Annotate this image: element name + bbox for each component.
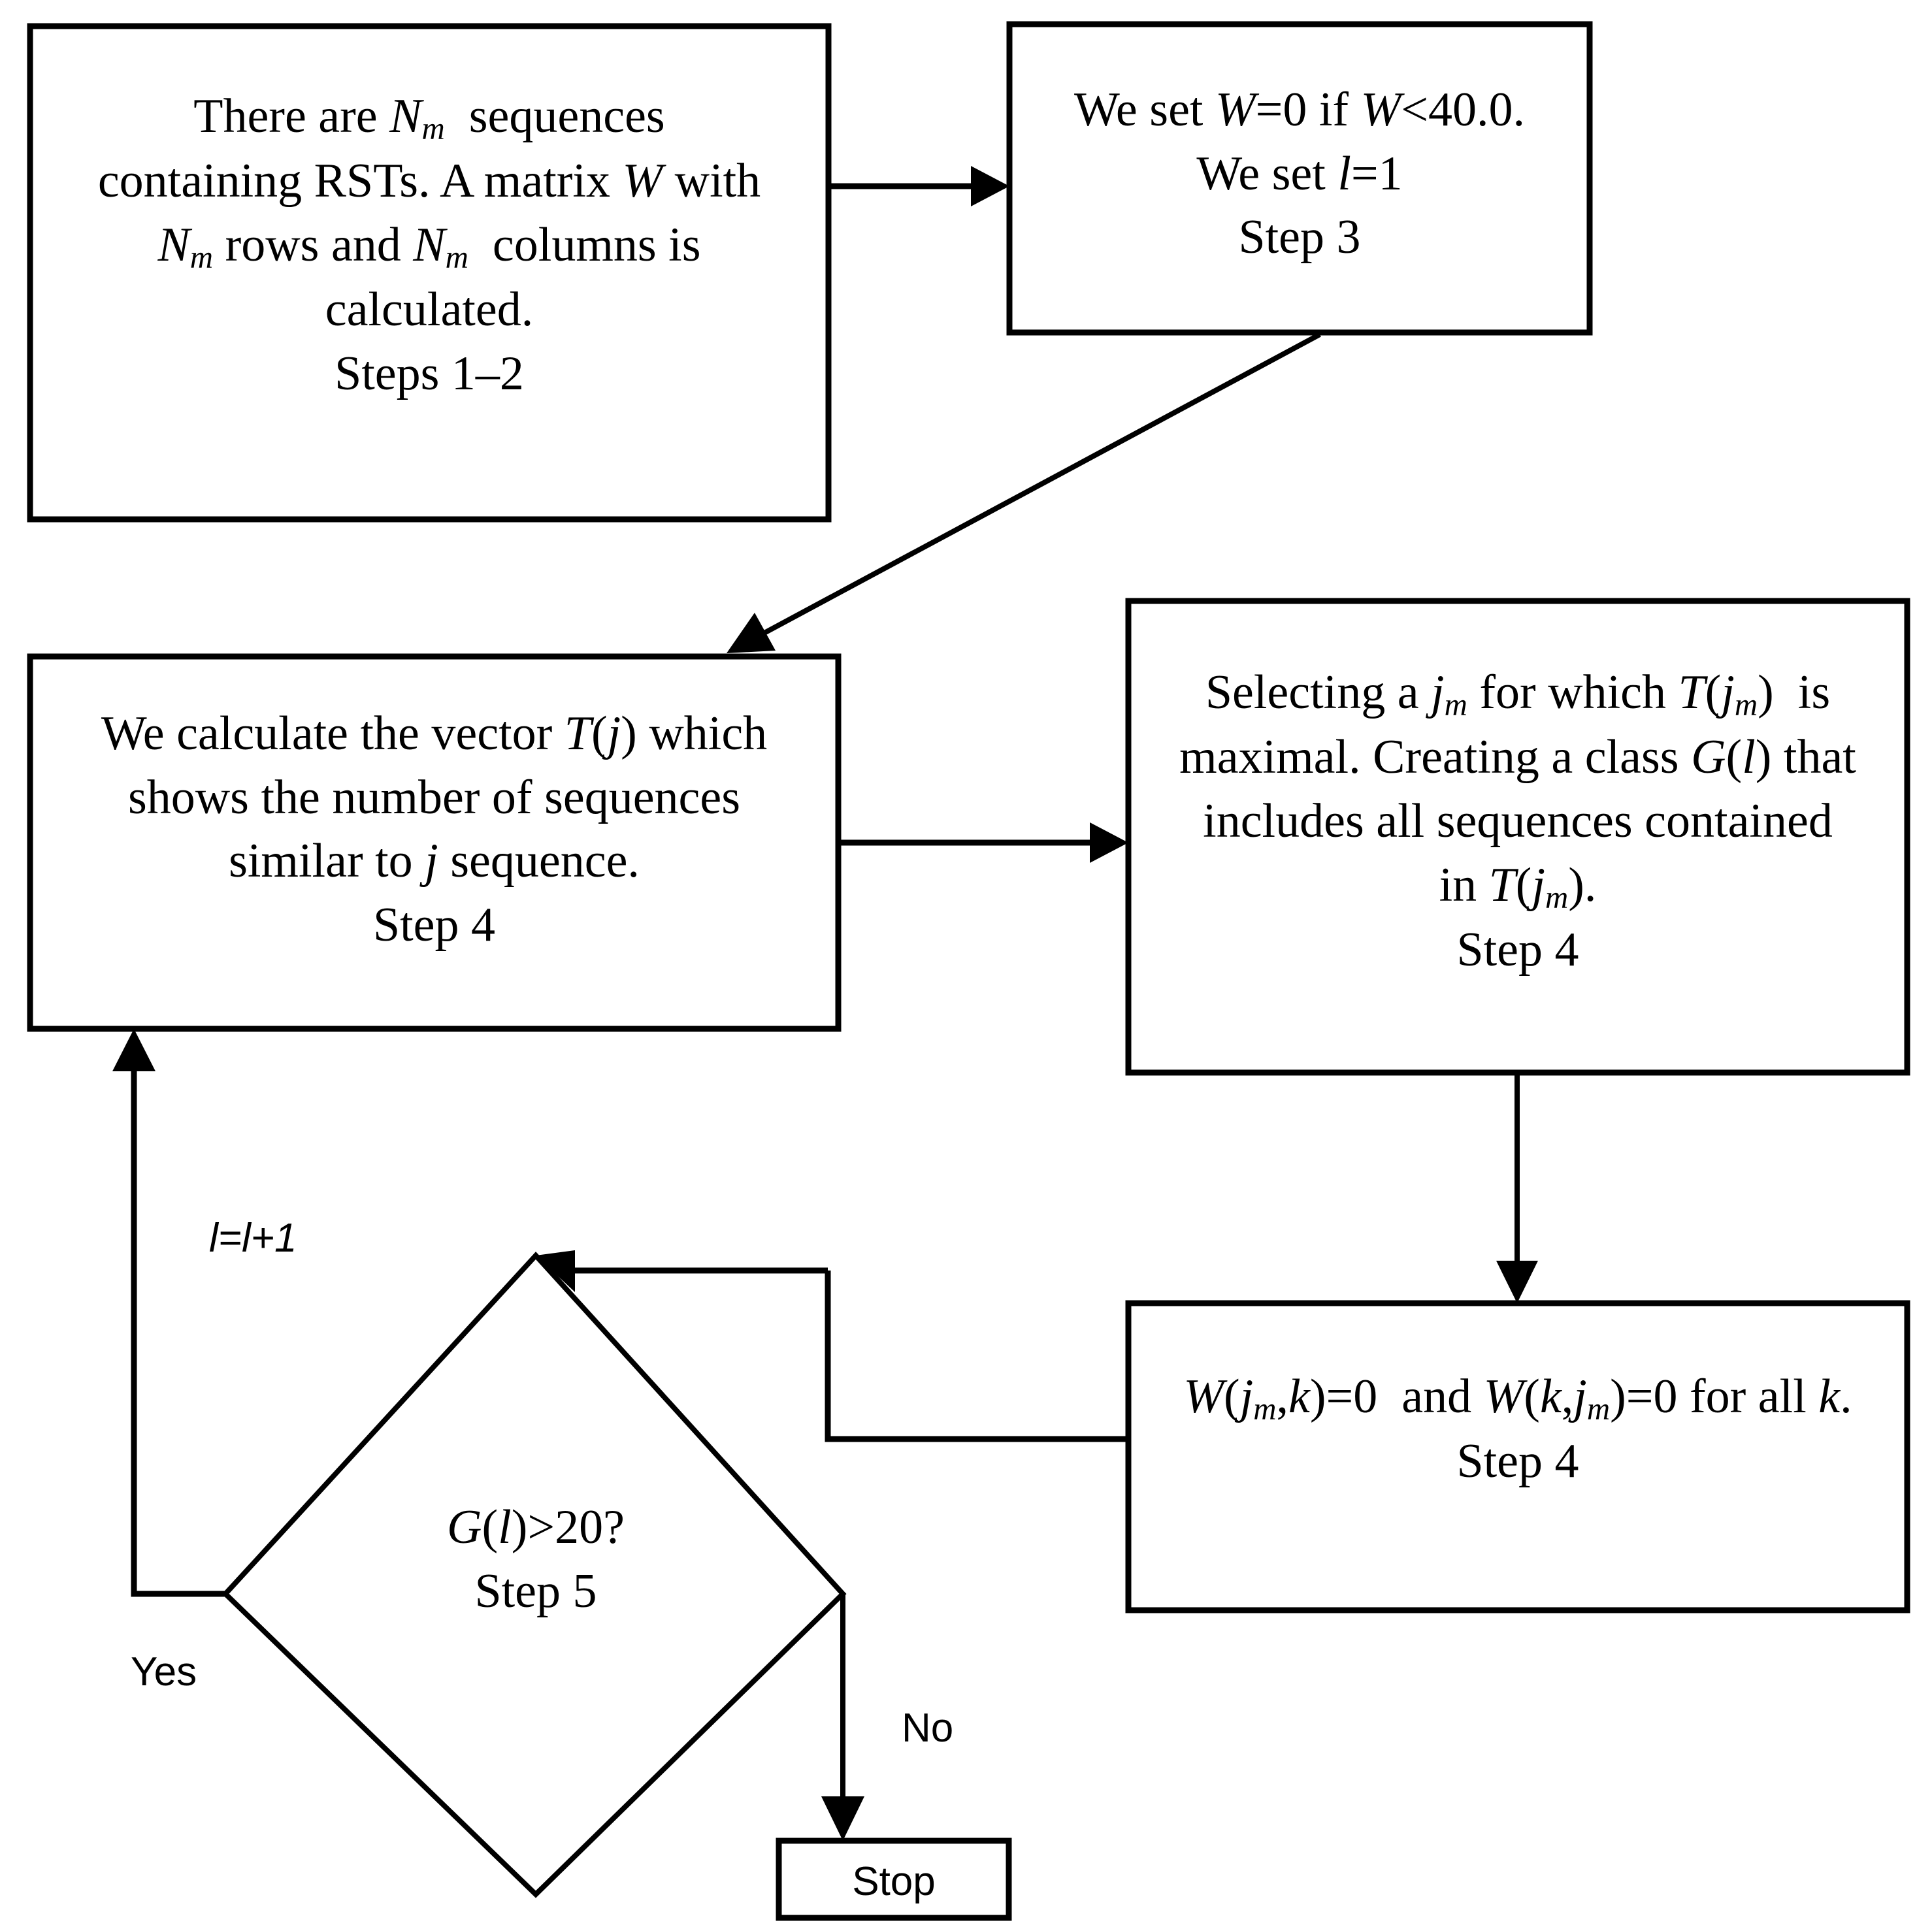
edge-threshold-to-vector-t [727,332,1321,653]
edge-start-to-threshold [828,166,1009,206]
node-box-zero-w[interactable] [1125,1300,1910,1613]
node-box-threshold[interactable] [1006,21,1593,336]
node-box-stop[interactable] [776,1838,1012,1921]
edge-zero-w-to-diamond [536,1250,1128,1442]
edge-diamond-yes-to-vector-t [112,1029,225,1597]
node-box-start[interactable] [27,23,832,523]
edge-select-jm-to-zero-w [1496,1073,1538,1303]
node-diamond-decision[interactable] [221,1252,847,1898]
node-box-select-jm[interactable] [1125,598,1910,1076]
edge-vector-t-to-select-jm [838,822,1128,863]
node-box-vector-t[interactable] [27,653,842,1032]
edge-diamond-no-to-stop [821,1594,864,1841]
